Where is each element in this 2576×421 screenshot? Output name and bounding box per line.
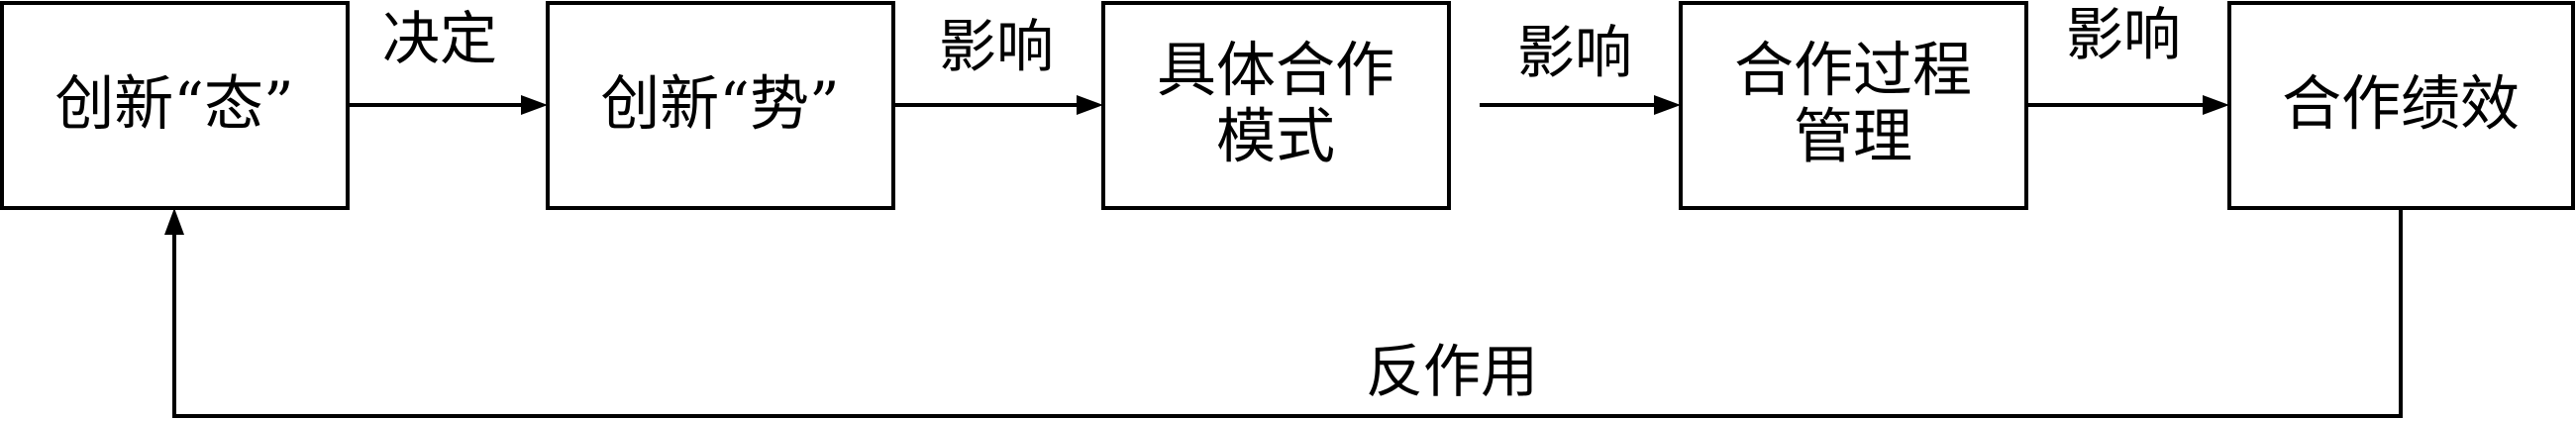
edge-influence-1-label: 影响 xyxy=(939,13,1054,80)
edge-influence-2-label: 影响 xyxy=(1517,19,1632,86)
node-process-management-label-line1: 合作过程 xyxy=(1734,37,1972,106)
node-cooperation-mode-label-line2: 模式 xyxy=(1216,103,1335,172)
edge-decide: 决定 xyxy=(348,5,548,115)
edge-influence-1: 影响 xyxy=(893,13,1103,115)
node-process-management-label-line2: 管理 xyxy=(1794,103,1912,172)
edge-feedback-label: 反作用 xyxy=(1366,338,1538,405)
arrow-right-icon xyxy=(2203,95,2229,115)
node-cooperation-performance: 合作绩效 xyxy=(2227,1,2575,210)
node-innovation-state: 创新“态” xyxy=(0,1,350,210)
edge-decide-label: 决定 xyxy=(382,5,497,72)
edge-influence-2: 影响 xyxy=(1480,19,1681,115)
edge-influence-3: 影响 xyxy=(2026,1,2229,115)
arrow-right-icon xyxy=(521,95,548,115)
node-process-management: 合作过程 管理 xyxy=(1679,1,2028,210)
edge-feedback: 反作用 xyxy=(164,208,2403,418)
arrow-right-icon xyxy=(1654,95,1681,115)
edge-feedback-line xyxy=(172,208,2403,418)
node-cooperation-mode: 具体合作 模式 xyxy=(1101,1,1451,210)
node-innovation-state-label: 创新“态” xyxy=(54,70,293,140)
arrow-right-icon xyxy=(1077,95,1103,115)
arrow-up-icon xyxy=(164,208,184,235)
node-cooperation-performance-label: 合作绩效 xyxy=(2282,70,2520,140)
node-cooperation-mode-label-line1: 具体合作 xyxy=(1157,37,1394,106)
node-innovation-momentum-label: 创新“势” xyxy=(600,70,839,140)
edge-influence-3-label: 影响 xyxy=(2066,1,2181,68)
node-innovation-momentum: 创新“势” xyxy=(546,1,895,210)
